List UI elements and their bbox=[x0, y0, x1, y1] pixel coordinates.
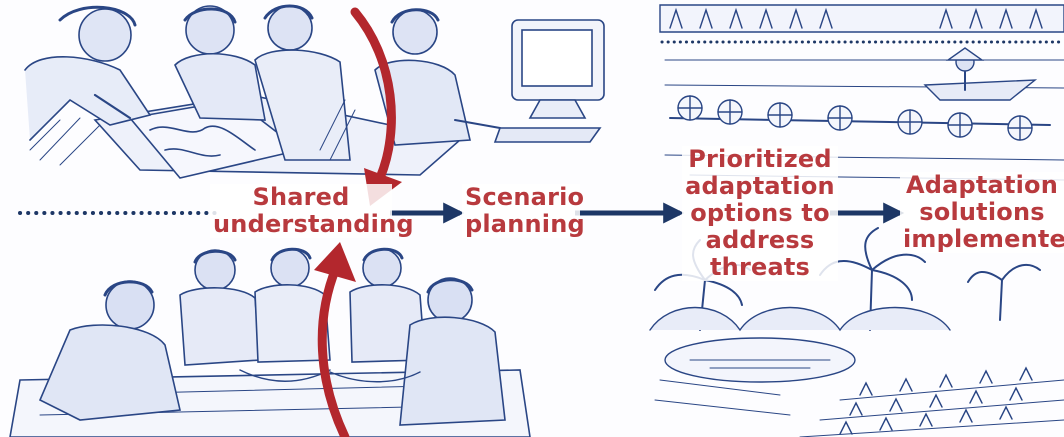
cycle-arrow-upward bbox=[317, 263, 350, 437]
step-label-solutions-implemented: Adaptation solutions implemented bbox=[900, 172, 1064, 253]
villagers-meeting-sketch bbox=[9, 247, 531, 437]
palm-garden-sketch bbox=[649, 227, 1064, 437]
step-label-shared-understanding: Shared understanding bbox=[210, 183, 414, 238]
step-label-line: address bbox=[705, 226, 815, 254]
step-label-line: planning bbox=[465, 210, 585, 238]
step-label-line: Adaptation bbox=[905, 171, 1059, 199]
step-label-line: solutions bbox=[919, 198, 1045, 226]
step-label-line: adaptation bbox=[685, 172, 835, 200]
step-label-line: threats bbox=[709, 253, 811, 281]
step-label-line: options to bbox=[690, 199, 830, 227]
step-label-prioritized-options: Prioritized adaptation options to addres… bbox=[682, 146, 838, 281]
team-map-computer-sketch bbox=[24, 4, 605, 179]
step-label-scenario-planning: Scenario planning bbox=[462, 183, 585, 238]
step-label-line: Prioritized bbox=[688, 145, 832, 173]
step-label-line: Scenario bbox=[465, 183, 585, 211]
step-label-line: understanding bbox=[213, 210, 414, 238]
paddy-aerators-sketch bbox=[659, 4, 1064, 181]
step-label-line: Shared bbox=[252, 183, 350, 211]
cycle-arrow-upward-head bbox=[314, 242, 356, 282]
cycle-arrow-downward bbox=[350, 7, 396, 183]
step-label-line: implemented bbox=[903, 225, 1064, 253]
